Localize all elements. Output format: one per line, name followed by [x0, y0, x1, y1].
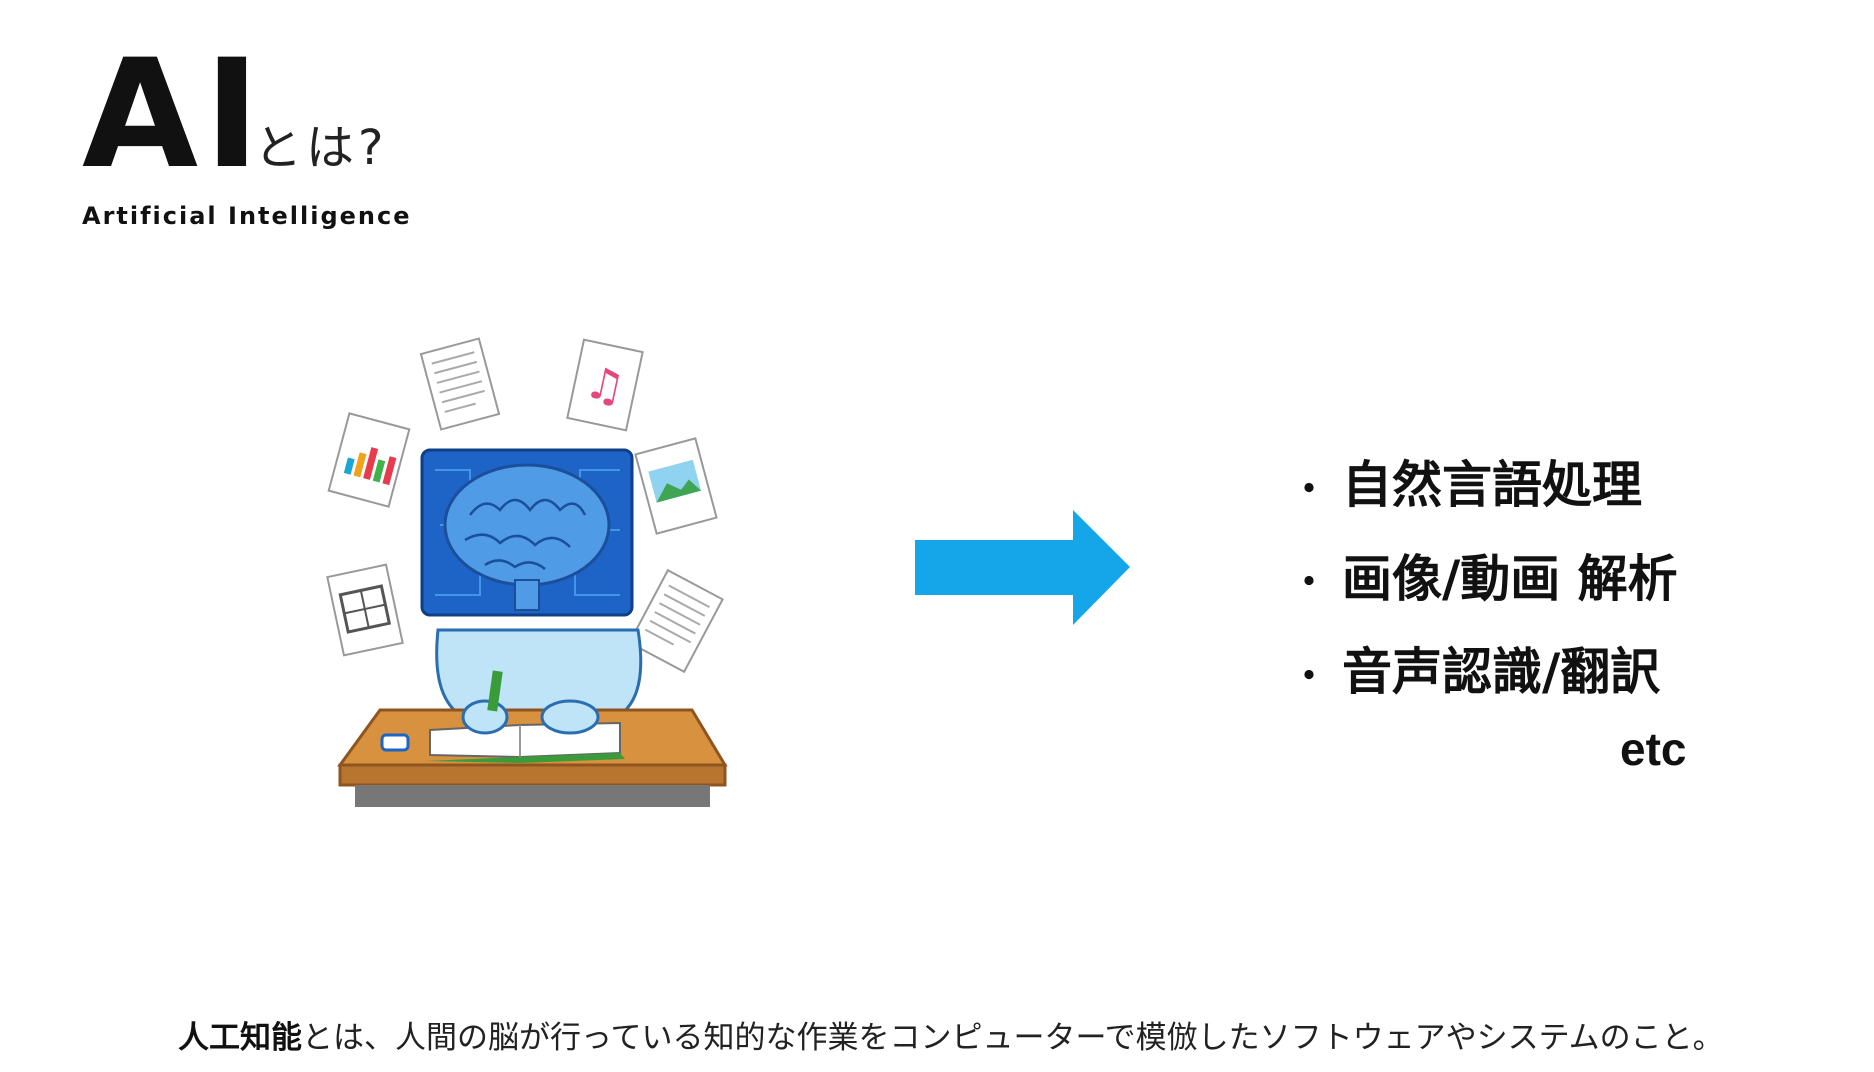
page-subtitle-english: Artificial Intelligence — [82, 202, 412, 230]
definition-text: とは、人間の脳が行っている知的な作業をコンピューターで模倣したソフトウェアやシス… — [302, 1020, 1724, 1056]
music-note-icon: ♫ — [566, 338, 644, 432]
list-item: ・画像/動画 解析 — [1290, 549, 1678, 608]
ai-brain-studying-icon: ♫ — [326, 337, 728, 807]
right-arrow-icon — [915, 510, 1130, 625]
list-item: ・自然言語処理 — [1290, 456, 1643, 514]
definition-caption: 人工知能とは、人間の脳が行っている知的な作業をコンピューターで模倣したソフトウェ… — [178, 1012, 1724, 1057]
page-title-suffix: とは? — [254, 120, 388, 176]
film-icon — [326, 563, 404, 657]
ai-applications-list: ・自然言語処理 ・画像/動画 解析 ・音声認識/翻訳 — [1290, 440, 1678, 721]
etc-label: etc — [1620, 723, 1687, 775]
document-icon-2 — [628, 568, 724, 674]
page-title: AI — [82, 28, 266, 202]
document-icon — [419, 337, 501, 431]
list-item: ・音声認識/翻訳 — [1290, 643, 1661, 701]
bar-chart-icon — [327, 412, 411, 508]
definition-term: 人工知能 — [178, 1020, 302, 1056]
photo-icon — [634, 437, 718, 535]
